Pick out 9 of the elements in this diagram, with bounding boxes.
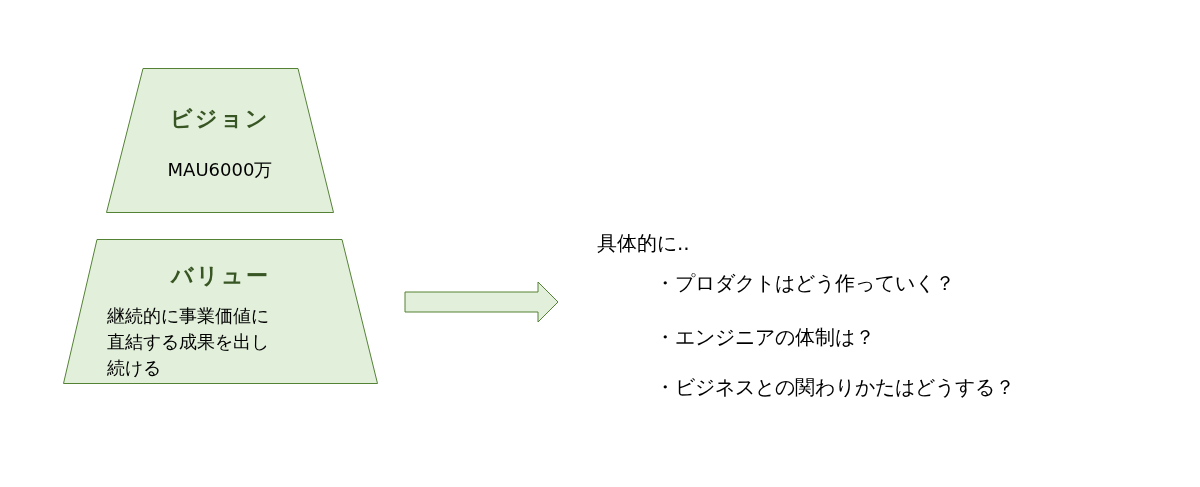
description-text: 継続的に事業価値に直結する成果を出し続ける [107, 304, 270, 380]
list-item: ・プロダクトはどう作っていく？ [655, 270, 955, 297]
block-arrow [404, 281, 559, 323]
list-item: ・ビジネスとの関わりかたはどうする？ [655, 374, 1015, 401]
description-text: MAU6000万 [166, 158, 274, 182]
list-item: ・エンジニアの体制は？ [655, 324, 875, 351]
heading: ビジョン [169, 105, 271, 133]
list-item: 具体的に.. [597, 230, 690, 257]
heading: バリュー [169, 262, 271, 290]
